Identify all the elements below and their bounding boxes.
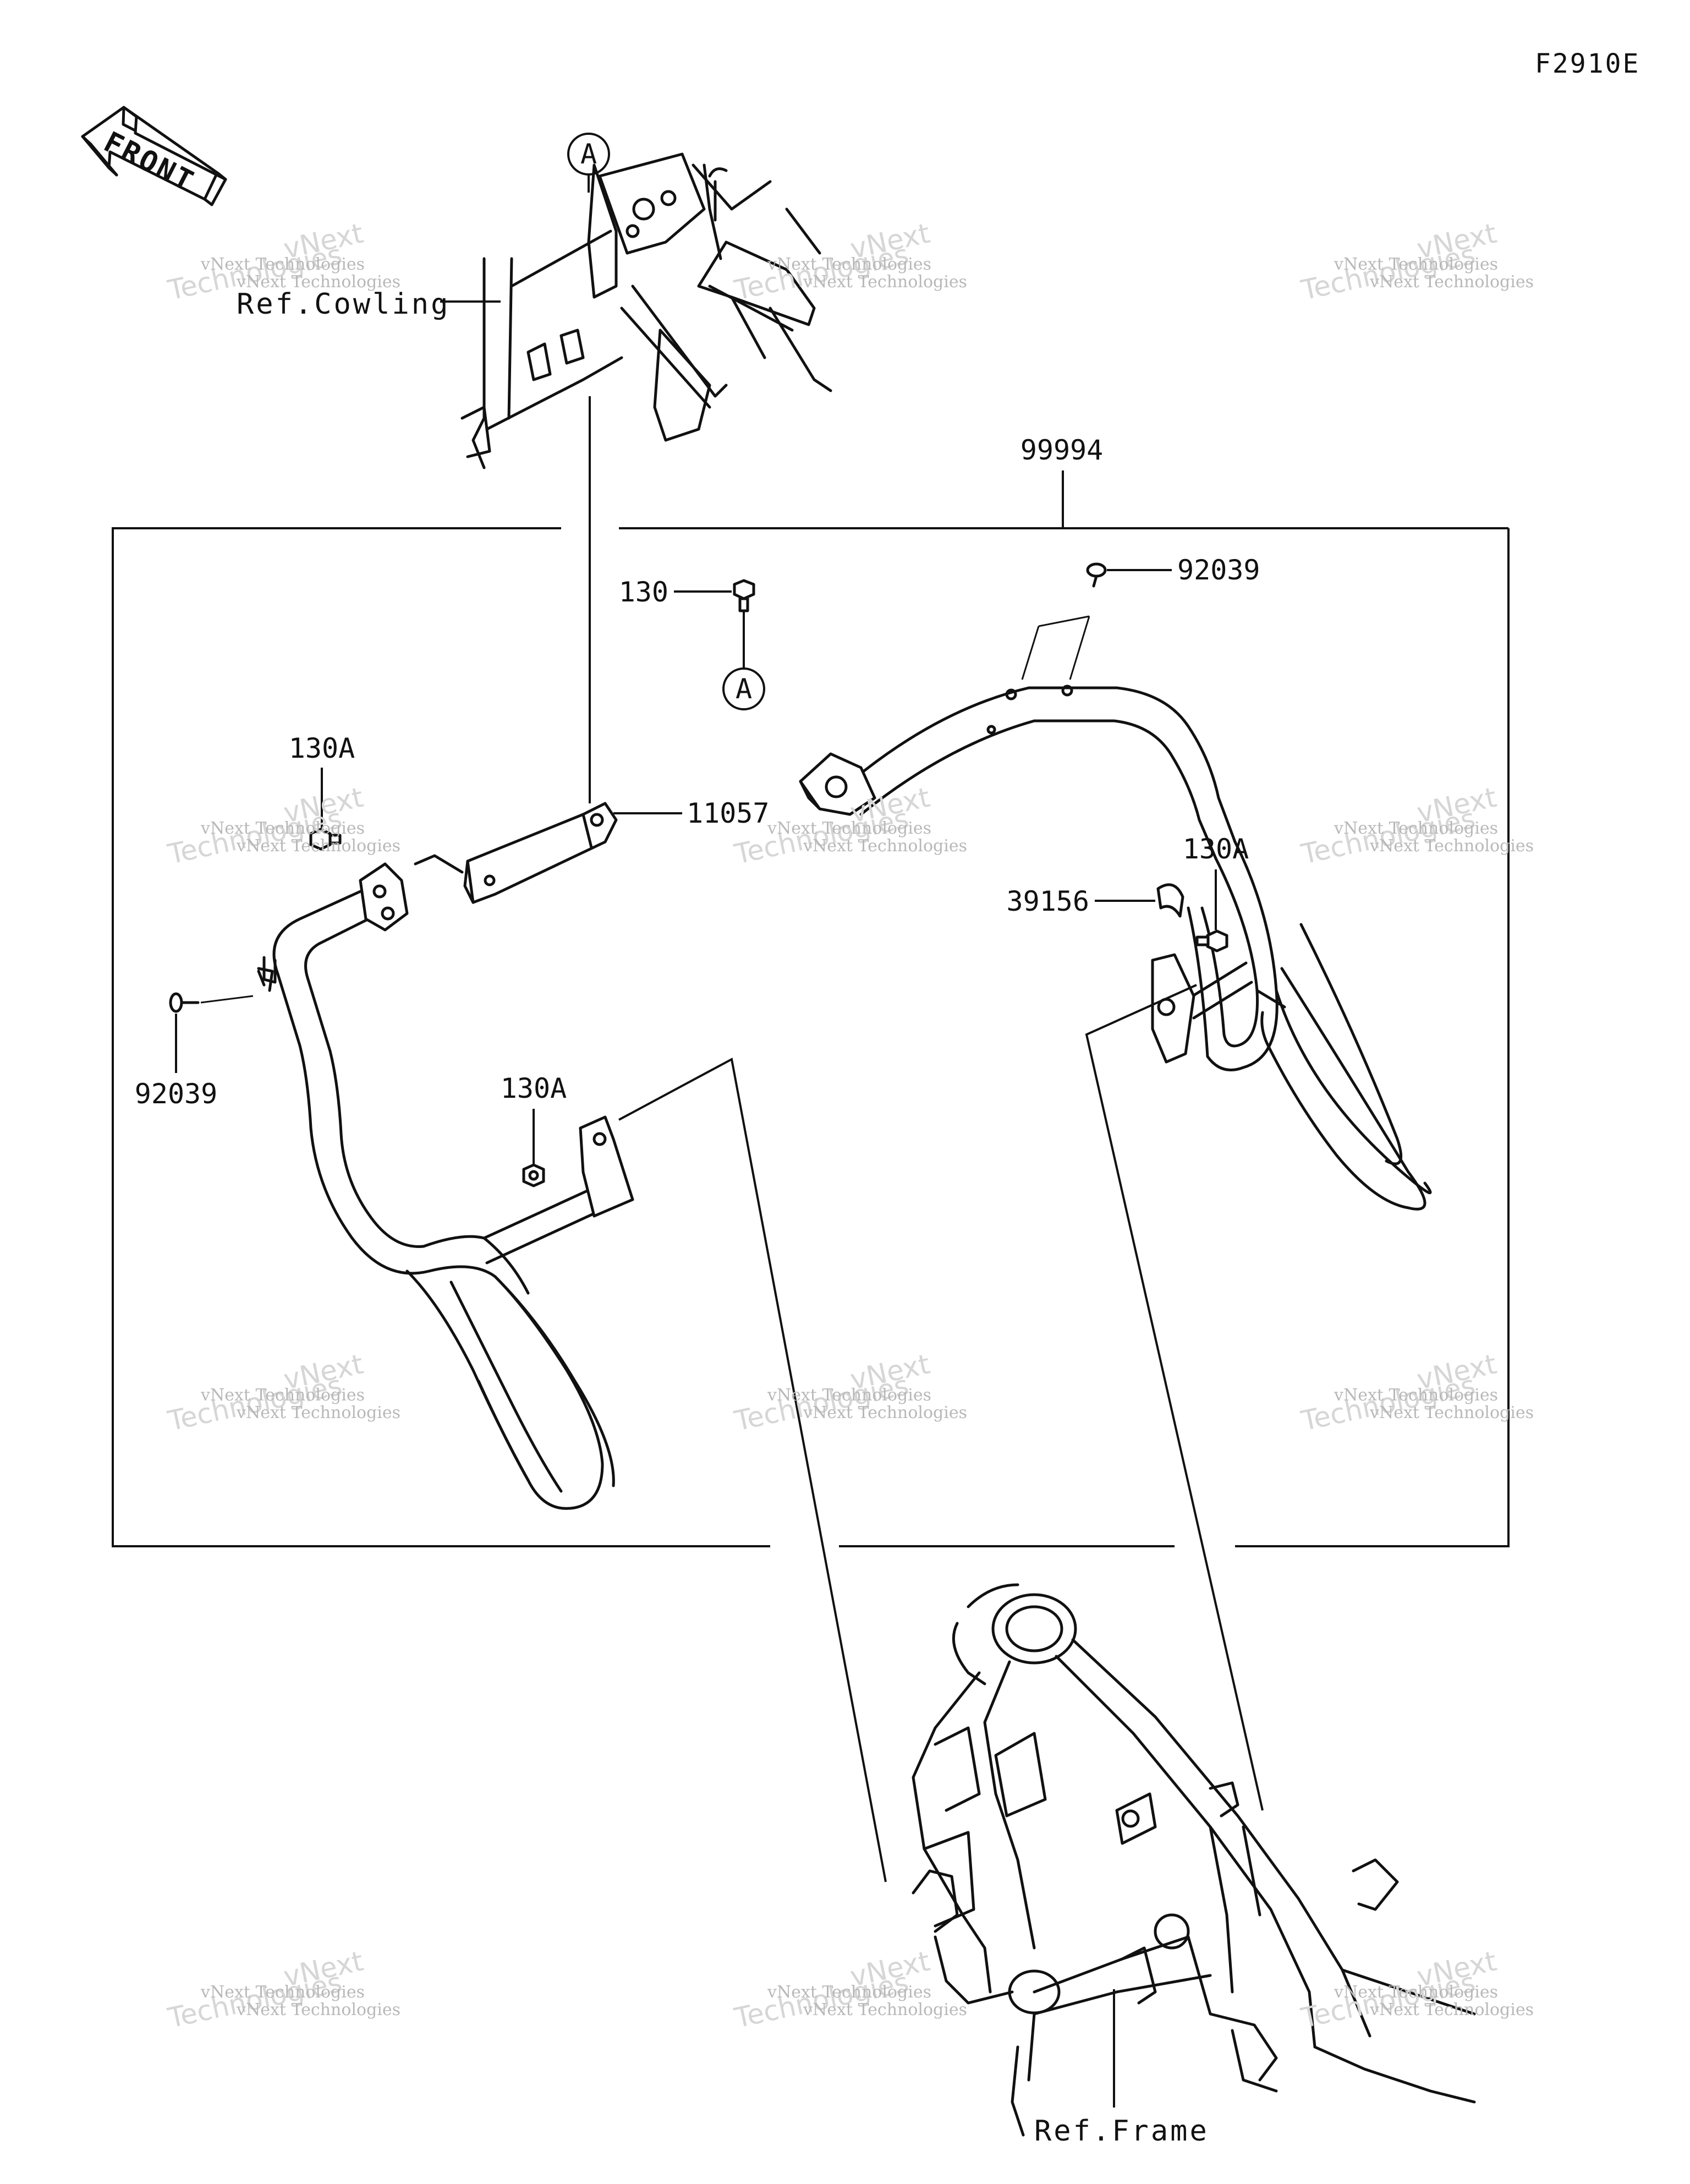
front-arrow-icon: FRONT: [81, 106, 227, 206]
left-engine-guard: [257, 862, 634, 1510]
svg-text:vNext Technologies: vNext Technologies: [803, 836, 967, 856]
svg-text:vNext Technologies: vNext Technologies: [1334, 819, 1498, 838]
kit-box: [112, 527, 1510, 1547]
svg-text:vNext Technologies: vNext Technologies: [767, 1983, 931, 2002]
svg-text:A: A: [736, 673, 752, 705]
svg-text:vNext Technologies: vNext Technologies: [1369, 272, 1534, 292]
svg-text:A: A: [580, 138, 597, 170]
bolt-130-label: 130: [619, 576, 668, 608]
svg-text:vNext Technologies: vNext Technologies: [803, 1403, 967, 1422]
bracket-11057-label: 11057: [687, 797, 770, 829]
bracket-11057-icon: [414, 802, 618, 904]
screw-92039-right-icon: [1086, 562, 1107, 588]
bolt-130a-left-mid-icon: [522, 1163, 545, 1187]
bolt-130a-right-icon: [1195, 929, 1228, 953]
bolt-130a-right-label: 130A: [1183, 833, 1249, 865]
ref-cowling-label: Ref.Cowling: [237, 288, 450, 321]
ref-frame-label: Ref.Frame: [1034, 2115, 1209, 2148]
cowling-bracket: [460, 152, 832, 469]
diagram-code: F2910E: [1535, 48, 1640, 79]
motorcycle-frame: [912, 1583, 1476, 2137]
svg-text:vNext Technologies: vNext Technologies: [767, 819, 931, 838]
svg-text:vNext Technologies: vNext Technologies: [803, 2000, 967, 2019]
svg-text:vNext Technologies: vNext Technologies: [1334, 1386, 1498, 1405]
svg-text:vNext Technologies: vNext Technologies: [200, 819, 365, 838]
bolt-130-icon: [733, 579, 755, 612]
svg-text:vNext Technologies: vNext Technologies: [767, 1386, 931, 1405]
svg-text:vNext Technologies: vNext Technologies: [1369, 1403, 1534, 1422]
svg-text:vNext Technologies: vNext Technologies: [200, 1386, 365, 1405]
bolt-130a-left-top-icon: [309, 828, 342, 851]
svg-text:vNext Technologies: vNext Technologies: [200, 1983, 365, 2002]
svg-text:vNext Technologies: vNext Technologies: [236, 1403, 400, 1422]
screw-92039-right-label: 92039: [1177, 554, 1260, 586]
svg-text:vNext Technologies: vNext Technologies: [1334, 1983, 1498, 2002]
svg-text:vNext Technologies: vNext Technologies: [1369, 2000, 1534, 2019]
clamp-39156-label: 39156: [1006, 885, 1089, 917]
clamp-39156-icon: [1156, 883, 1184, 918]
svg-text:vNext Technologies: vNext Technologies: [236, 2000, 400, 2019]
leader-right-to-frame: [1085, 984, 1264, 1811]
leader-left-to-frame: [618, 1057, 887, 1882]
svg-text:vNext Technologies: vNext Technologies: [1369, 836, 1534, 856]
screw-92039-left-label: 92039: [135, 1078, 218, 1110]
svg-text:vNext Technologies: vNext Technologies: [200, 255, 365, 274]
right-engine-guard: [799, 685, 1432, 1211]
screw-92039-left-icon: [169, 992, 200, 1013]
kit-label: 99994: [1020, 434, 1104, 466]
callout-a-top: A: [567, 133, 610, 193]
bolt-130a-left-top-label: 130A: [289, 732, 355, 764]
bolt-130a-left-mid-label: 130A: [501, 1072, 567, 1104]
svg-text:vNext Technologies: vNext Technologies: [767, 255, 931, 274]
svg-text:vNext Technologies: vNext Technologies: [236, 836, 400, 856]
svg-text:vNext Technologies: vNext Technologies: [236, 272, 400, 292]
svg-text:vNext Technologies: vNext Technologies: [803, 272, 967, 292]
svg-text:vNext Technologies: vNext Technologies: [1334, 255, 1498, 274]
callout-a-bottom: A: [722, 667, 765, 710]
